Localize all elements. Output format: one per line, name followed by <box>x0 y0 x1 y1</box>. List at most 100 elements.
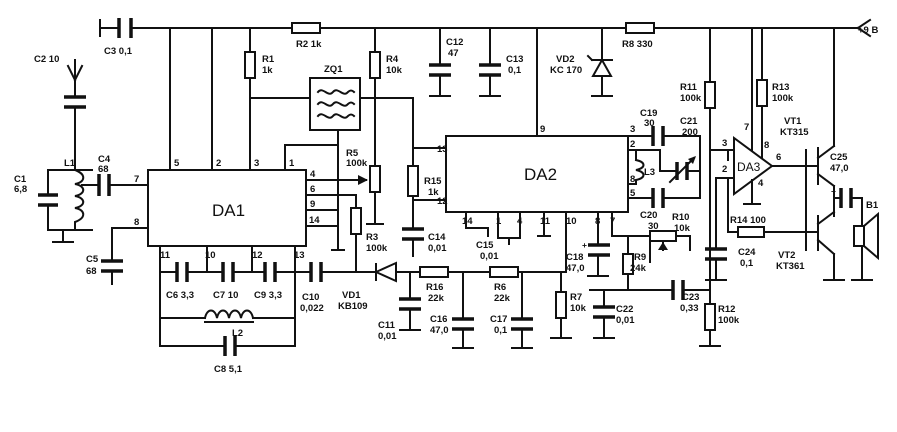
da1-pin4: 4 <box>310 169 316 180</box>
c14-value: 0,01 <box>428 243 447 254</box>
da1-pin7: 7 <box>134 174 139 185</box>
c3-label: C3 0,1 <box>104 46 133 57</box>
c10-label: C10 <box>302 292 319 303</box>
vd1-label: VD1 <box>342 290 361 301</box>
r12-label: R12 <box>718 304 735 315</box>
l2-label: L2 <box>232 328 243 339</box>
da1-pin12: 12 <box>252 250 263 261</box>
da1-chip <box>147 169 307 247</box>
c25-plus: + <box>831 186 836 196</box>
vd2-zener <box>586 27 613 97</box>
c25-value: 47,0 <box>830 163 849 174</box>
c22-label: C22 <box>616 304 633 315</box>
c20-label: C20 <box>640 210 657 221</box>
da3-pin8: 8 <box>764 140 769 151</box>
c11-value: 0,01 <box>378 331 397 342</box>
c16-value: 47,0 <box>430 325 449 336</box>
da1-pin8: 8 <box>134 217 139 228</box>
c12-c13-decoupling <box>429 27 501 97</box>
c25-label: C25 <box>830 152 848 163</box>
da3-pin6: 6 <box>776 152 781 163</box>
vt1-label: VT1 <box>784 116 802 127</box>
da1-pin13: 13 <box>294 250 305 261</box>
da1-pin9: 9 <box>310 199 315 210</box>
b1-label: B1 <box>866 200 879 211</box>
da1-label: DA1 <box>212 201 245 220</box>
da2-pin10: 10 <box>566 216 577 227</box>
r11-value: 100k <box>680 93 702 104</box>
output-stage <box>805 27 879 281</box>
da2-pin5: 5 <box>630 188 636 199</box>
c1-label: C1 <box>14 174 27 185</box>
r3-value: 100k <box>366 243 388 254</box>
r16-value: 22k <box>428 293 445 304</box>
da2-wiring <box>536 27 701 208</box>
vd2-value: KC 170 <box>550 65 582 76</box>
c19-label: C19 <box>640 108 657 119</box>
r13-label: R13 <box>772 82 789 93</box>
antenna-input-circuit <box>38 59 149 243</box>
da2-pin12: 12 <box>437 196 448 207</box>
c6-label: C6 3,3 <box>166 290 194 301</box>
c12-value: 47 <box>448 48 459 59</box>
c18-label: C18 <box>566 252 583 263</box>
c8-label: C8 5,1 <box>214 364 243 375</box>
r15-label: R15 <box>424 176 442 187</box>
da2-pin14: 14 <box>462 216 473 227</box>
c23-value: 0,33 <box>680 303 699 314</box>
da2-bottom-network <box>399 211 691 349</box>
vd1-value: KB109 <box>338 301 368 312</box>
supply-rail <box>99 18 872 38</box>
c13-label: C13 <box>506 54 523 65</box>
da3-pin7: 7 <box>744 122 749 133</box>
c4-label: C4 <box>98 154 111 165</box>
da2-pin2: 2 <box>630 139 635 150</box>
r4-r5-r3-network <box>337 27 384 273</box>
c18-plus: + <box>582 240 587 250</box>
da3-pin3: 3 <box>722 138 727 149</box>
l1-label: L1 <box>64 158 76 169</box>
r1-value: 1k <box>262 65 273 76</box>
r1-label: R1 <box>262 54 275 65</box>
da1-pin1: 1 <box>289 158 295 169</box>
c17-label: C17 <box>490 314 507 325</box>
c2-label: C2 10 <box>34 54 59 65</box>
da2-pin13: 13 <box>437 144 448 155</box>
c16-label: C16 <box>430 314 447 325</box>
r16-label: R16 <box>426 282 443 293</box>
r6-value: 22k <box>494 293 511 304</box>
c21-value: 200 <box>682 127 698 138</box>
c19-value: 30 <box>644 118 655 129</box>
audio-input-network <box>669 27 807 347</box>
c15-value: 0,01 <box>480 251 499 262</box>
r15-value: 1k <box>428 187 439 198</box>
da1-pin2: 2 <box>216 158 221 169</box>
c23-label: C23 <box>682 292 699 303</box>
c24-label: C24 <box>738 247 756 258</box>
vt1-value: KT315 <box>780 127 809 138</box>
c22-value: 0,01 <box>616 315 635 326</box>
c10-value: 0,022 <box>300 303 324 314</box>
c24-value: 0,1 <box>740 258 754 269</box>
r4-label: R4 <box>386 54 399 65</box>
r11-label: R11 <box>680 82 698 93</box>
da3-amplifier <box>727 27 807 205</box>
da2-label: DA2 <box>524 165 557 184</box>
da2-pin9: 9 <box>540 124 545 135</box>
c9-label: C9 3,3 <box>254 290 282 301</box>
l3-label: L3 <box>644 167 655 178</box>
zq1-filter <box>309 77 447 149</box>
c17-value: 0,1 <box>494 325 508 336</box>
r3-label: R3 <box>366 232 378 243</box>
da1-pin11: 11 <box>160 250 171 261</box>
zq1-label: ZQ1 <box>324 64 343 75</box>
da1-pin14: 14 <box>309 215 320 226</box>
supply-voltage-label: +9 В <box>858 25 878 36</box>
c14-label: C14 <box>428 232 446 243</box>
r14-label: R14 100 <box>730 215 766 226</box>
r4-value: 10k <box>386 65 403 76</box>
c15-label: C15 <box>476 240 494 251</box>
c4-value: 68 <box>98 164 109 175</box>
c18-value: 47,0 <box>566 263 585 274</box>
